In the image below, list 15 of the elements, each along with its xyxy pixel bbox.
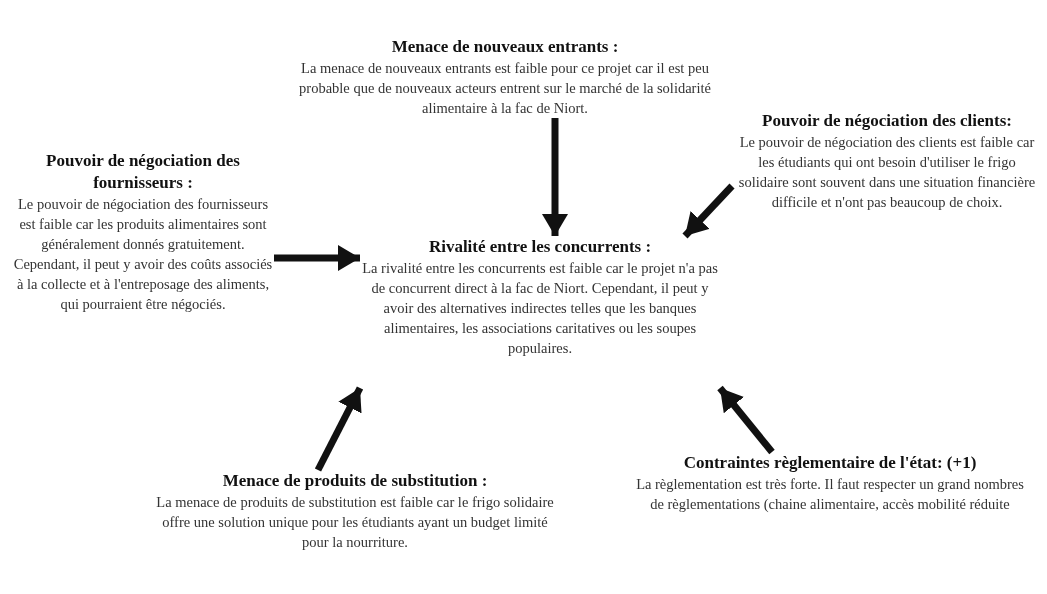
description: Le pouvoir de négociation des clients est faible car les étudiants qui ont besoin d'utiliser le frigo solidaire sont souvent dans une situation financière difficile et n'ont pas beaucoup de choix. (737, 133, 1037, 212)
description: La menace de nouveaux entrants est faible pour ce projet car il est peu probable que de nouveaux acteurs entrent sur le marché de la solidarité alimentaire à la fac de Niort. (298, 59, 712, 118)
description: La rivalité entre les concurrents est faible car le projet n'a pas de concurrent direct à la fac de Niort. Cependant, il peut y avoir des alternatives indirectes telles que les banques alimentaires, les associations caritatives ou les soupes populaires. (361, 259, 719, 358)
description: Le pouvoir de négociation des fournisseurs est faible car les produits alimentaires sont généralement donnés gratuitement. Cependant, il peut y avoir des coûts associés à la collecte et à l'entreposage des aliments, qui pourraient être négociés. (12, 195, 274, 314)
heading: Menace de produits de substitution : (222, 470, 488, 492)
heading: Pouvoir de négociation des clients: (762, 110, 1012, 132)
heading: Menace de nouveaux entrants : (391, 36, 619, 58)
heading: Rivalité entre les concurrents : (428, 236, 652, 258)
arrow (717, 385, 775, 455)
heading: Pouvoir de négociation des fournisseurs : (45, 150, 241, 194)
heading: Contraintes règlementaire de l'état: (+1) (683, 452, 977, 474)
description: La menace de produits de substitution est faible car le frigo solidaire offre une solution unique pour les étudiants ayant un budget limité pour la nourriture. (155, 493, 555, 552)
description: La règlementation est très forte. Il faut respecter un grand nombres de règlementations (chaine alimentaire, accès mobilité réduite (635, 475, 1025, 514)
arrow (314, 386, 364, 472)
arrow (682, 183, 735, 239)
